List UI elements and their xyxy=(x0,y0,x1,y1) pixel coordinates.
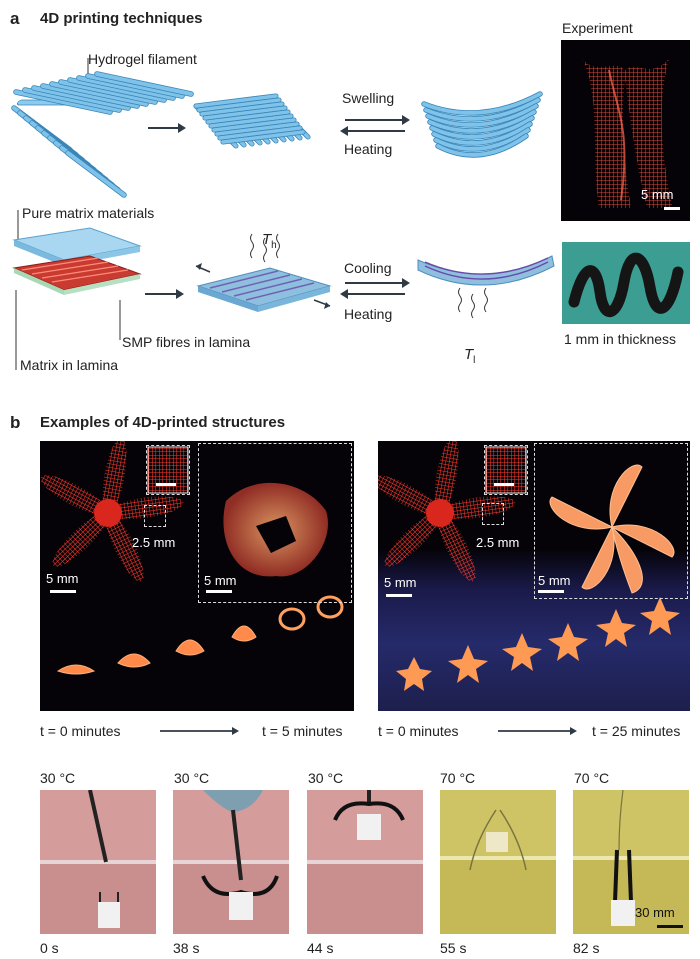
inset-scale-left: 2.5 mm xyxy=(132,535,176,550)
arrow-heating-label-row1: Heating xyxy=(344,141,393,157)
gripper-frame-1 xyxy=(40,790,156,934)
gripper-frame-5: 30 mm xyxy=(573,790,689,934)
frame-2-time: 38 s xyxy=(173,940,200,956)
frame-scale-label: 30 mm xyxy=(635,905,675,920)
label-smp-fibres: SMP fibres in lamina xyxy=(122,334,251,350)
zoom-box-left xyxy=(198,443,352,603)
time-end-left: t = 5 minutes xyxy=(262,723,343,739)
frame-5-time: 82 s xyxy=(573,940,600,956)
scale-zoom-right: 5 mm xyxy=(538,573,571,588)
frame-1-temp: 30 °C xyxy=(40,770,76,786)
tl-label: Tl xyxy=(464,346,476,366)
scale-main-left: 5 mm xyxy=(46,571,79,586)
frame-3-temp: 30 °C xyxy=(308,770,344,786)
arrow-swelling-label: Swelling xyxy=(342,90,395,106)
th-label: Th xyxy=(262,231,277,251)
scale-bar xyxy=(664,207,680,210)
spring-photo xyxy=(562,242,690,324)
inset-scale-right: 2.5 mm xyxy=(476,535,520,550)
frame-5-temp: 70 °C xyxy=(574,770,610,786)
scale-main-right: 5 mm xyxy=(384,575,417,590)
gripper-frame-3 xyxy=(307,790,423,934)
label-pure-matrix: Pure matrix materials xyxy=(22,205,155,221)
thickness-label: 1 mm in thickness xyxy=(564,331,677,347)
time-start-left: t = 0 minutes xyxy=(40,723,121,739)
scale-bar-main-left xyxy=(50,590,76,593)
time-start-right: t = 0 minutes xyxy=(378,723,459,739)
label-hydrogel-filament: Hydrogel filament xyxy=(88,51,197,67)
panel-a-letter: a xyxy=(10,9,20,28)
scale-zoom-left: 5 mm xyxy=(204,573,237,588)
arrow-heating-label-row2: Heating xyxy=(344,306,393,322)
panel-b-title: Examples of 4D-printed structures xyxy=(40,414,286,431)
gripper-frame-4 xyxy=(440,790,556,934)
frame-4-time: 55 s xyxy=(440,940,467,956)
source-box-right xyxy=(482,503,504,525)
experiment-photo: 5 mm xyxy=(561,40,690,221)
label-matrix-lamina: Matrix in lamina xyxy=(20,357,119,373)
panel-b-letter: b xyxy=(10,413,21,432)
time-end-right: t = 25 minutes xyxy=(592,723,681,739)
source-box-left xyxy=(144,505,166,527)
gripper-frame-2 xyxy=(173,790,289,934)
scale-bar-zoom-left xyxy=(206,590,232,593)
frame-1-time: 0 s xyxy=(40,940,59,956)
flower-photo-right: 2.5 mm 5 mm 5 mm xyxy=(378,441,690,711)
frame-4-temp: 70 °C xyxy=(440,770,476,786)
scale-label: 5 mm xyxy=(641,187,674,202)
flower-photo-left: 2.5 mm 5 mm 5 mm xyxy=(40,441,354,711)
arrow-cooling-label: Cooling xyxy=(344,260,392,276)
zoom-box-right xyxy=(534,443,688,599)
scale-bar-zoom-right xyxy=(538,590,564,593)
inset-box-left xyxy=(146,445,190,495)
inset-box-right xyxy=(484,445,528,495)
experiment-label: Experiment xyxy=(562,20,633,36)
frame-2-temp: 30 °C xyxy=(174,770,210,786)
scale-bar-main-right xyxy=(386,594,412,597)
frame-3-time: 44 s xyxy=(307,940,334,956)
panel-a-title: 4D printing techniques xyxy=(40,10,203,27)
